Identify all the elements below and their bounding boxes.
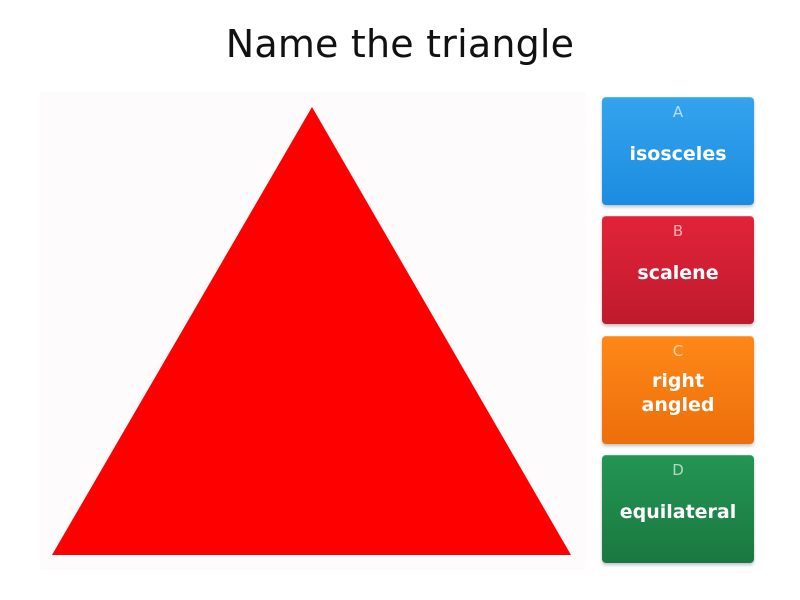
answer-option-d[interactable]: D equilateral (602, 455, 754, 563)
answer-letter: C (672, 342, 684, 360)
answer-label: right angled (641, 369, 715, 416)
answer-label: isosceles (629, 142, 727, 165)
answer-label: scalene (637, 261, 719, 284)
answer-option-a[interactable]: A isosceles (602, 97, 754, 205)
answer-option-b[interactable]: B scalene (602, 216, 754, 324)
answer-label: equilateral (619, 500, 737, 523)
question-title: Name the triangle (225, 22, 575, 66)
red-triangle-icon (52, 107, 571, 555)
answer-letter: B (672, 222, 684, 240)
answer-letter: A (672, 103, 684, 121)
question-image (40, 92, 586, 570)
answer-letter: D (672, 461, 684, 479)
answer-option-c[interactable]: C right angled (602, 336, 754, 444)
